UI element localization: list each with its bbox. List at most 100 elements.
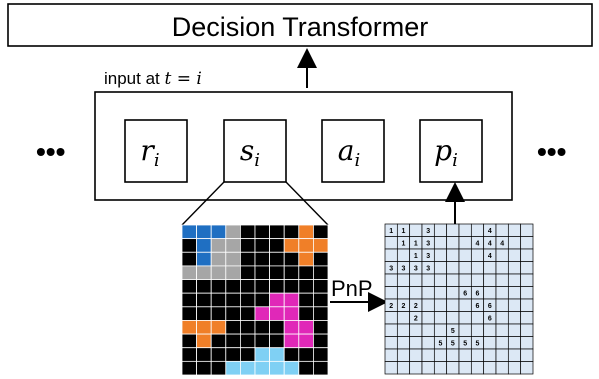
state-cell xyxy=(254,279,271,294)
number-cell-value: 6 xyxy=(463,290,467,297)
number-cell xyxy=(495,273,509,287)
state-cell xyxy=(269,279,285,294)
token-a: ai xyxy=(321,119,385,183)
number-cell xyxy=(470,223,485,237)
state-cell xyxy=(269,333,285,349)
number-cell-value: 2 xyxy=(414,303,418,310)
state-cell xyxy=(210,333,227,349)
state-cell xyxy=(181,320,198,335)
state-cell xyxy=(225,360,241,376)
number-cell xyxy=(409,273,423,287)
state-cell xyxy=(239,238,256,253)
number-cell xyxy=(520,336,534,350)
number-cell xyxy=(421,273,435,287)
state-cell xyxy=(254,360,271,376)
state-cell xyxy=(254,238,271,253)
number-cell xyxy=(433,286,448,300)
number-cell xyxy=(520,311,534,325)
number-cell xyxy=(458,298,472,312)
number-cell xyxy=(520,223,534,237)
number-cell-value: 6 xyxy=(488,315,492,322)
state-cell xyxy=(210,251,227,267)
state-cell xyxy=(269,251,285,267)
number-cell xyxy=(507,286,522,300)
state-cell xyxy=(269,265,285,280)
state-cell xyxy=(298,238,314,253)
state-cell xyxy=(225,279,241,294)
state-cell xyxy=(225,292,241,308)
state-cell xyxy=(298,360,314,376)
number-cell xyxy=(421,311,435,325)
number-cell xyxy=(446,236,460,250)
state-grid xyxy=(181,224,329,376)
state-cell xyxy=(312,238,329,253)
number-cell-value: 6 xyxy=(476,290,480,297)
number-cell xyxy=(396,273,411,287)
number-cell xyxy=(409,223,423,237)
number-cell xyxy=(495,311,509,325)
number-cell-value: 3 xyxy=(389,265,393,272)
transformer-title: Decision Transformer xyxy=(172,12,429,42)
state-cell xyxy=(269,238,285,253)
number-cell xyxy=(421,286,435,300)
ellipsis-left: ••• xyxy=(36,136,65,167)
state-cell xyxy=(312,333,329,349)
state-cell xyxy=(181,238,198,253)
state-cell xyxy=(239,251,256,267)
state-cell xyxy=(181,265,198,280)
state-cell xyxy=(225,224,241,240)
number-cell xyxy=(507,311,522,325)
number-cell xyxy=(495,298,509,312)
number-cell-value: 5 xyxy=(439,340,443,347)
token-r: ri xyxy=(124,119,188,183)
state-cell xyxy=(298,279,314,294)
number-cell-value: 3 xyxy=(426,253,430,260)
number-cell xyxy=(507,261,522,275)
input-label: input at t = i xyxy=(104,69,202,89)
number-cell xyxy=(446,361,460,375)
number-cell xyxy=(507,336,522,350)
number-cell xyxy=(483,361,497,375)
state-cell xyxy=(181,306,198,321)
state-cell xyxy=(225,251,241,267)
token-p: pi xyxy=(419,119,483,183)
number-cell xyxy=(483,323,497,337)
number-cell-value: 3 xyxy=(426,228,430,235)
state-cell xyxy=(269,224,285,240)
state-cell xyxy=(239,292,256,308)
state-cell xyxy=(196,279,212,294)
state-cell xyxy=(196,251,212,267)
ellipsis-right: ••• xyxy=(537,136,566,167)
number-cell xyxy=(396,248,411,262)
number-cell xyxy=(446,286,460,300)
number-cell xyxy=(409,336,423,350)
state-cell xyxy=(298,347,314,362)
state-cell xyxy=(283,347,300,362)
number-cell xyxy=(483,273,497,287)
number-cell xyxy=(433,248,448,262)
number-cell xyxy=(384,361,398,375)
number-cell xyxy=(384,273,398,287)
number-cell xyxy=(458,223,472,237)
state-cell xyxy=(283,238,300,253)
number-cell-value: 3 xyxy=(426,265,430,272)
state-cell xyxy=(298,251,314,267)
state-cell xyxy=(254,347,271,362)
svg-text:ai: ai xyxy=(338,134,360,171)
number-cell xyxy=(384,348,398,362)
number-cell xyxy=(470,273,485,287)
number-cell-value: 2 xyxy=(402,303,406,310)
number-cell xyxy=(483,261,497,275)
number-cell xyxy=(458,248,472,262)
state-cell xyxy=(312,306,329,321)
state-cell xyxy=(283,306,300,321)
number-cell-value: 2 xyxy=(414,315,418,322)
svg-text:si: si xyxy=(240,134,260,171)
state-cell xyxy=(254,333,271,349)
state-cell xyxy=(181,224,198,240)
number-cell xyxy=(520,298,534,312)
state-cell xyxy=(269,347,285,362)
number-cell-value: 3 xyxy=(414,265,418,272)
